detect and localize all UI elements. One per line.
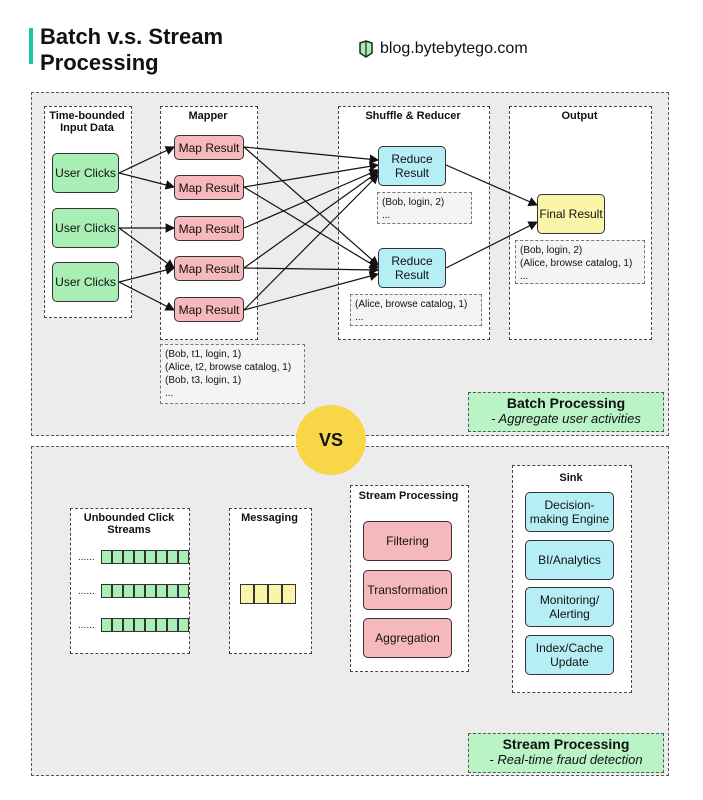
stream-cells [100,550,189,564]
sink-bi-analytics: BI/Analytics [525,540,614,580]
aggregation-box: Aggregation [363,618,452,658]
stream-label-title: Stream Processing [502,736,630,752]
title-accent-bar [29,28,33,64]
map-result-1: Map Result [174,135,244,160]
map-result-5: Map Result [174,297,244,322]
batch-label: Batch Processing - Aggregate user activi… [468,392,664,432]
filtering-box: Filtering [363,521,452,561]
page-title: Batch v.s. Stream Processing [40,24,224,75]
sink-monitoring-alerting: Monitoring/ Alerting [525,587,614,627]
mapper-note: (Bob, t1, login, 1) (Alice, t2, browse c… [160,344,305,404]
reducer1-note: (Bob, login, 2) ... [377,192,472,224]
sink-decision-engine: Decision-making Engine [525,492,614,532]
final-result: Final Result [537,194,605,234]
messaging-column-title: Messaging [241,512,298,524]
reduce-result-2: Reduce Result [378,248,446,288]
input-user-clicks-1: User Clicks [52,153,119,193]
batch-label-title: Batch Processing [506,395,626,411]
stream-label-subtitle: - Real-time fraud detection [489,752,643,767]
messaging-column [229,508,312,654]
sink-index-cache-update: Index/Cache Update [525,635,614,675]
map-result-2: Map Result [174,175,244,200]
transformation-box: Transformation [363,570,452,610]
output-note: (Bob, login, 2) (Alice, browse catalog, … [515,240,645,284]
stream-processing-column-title: Stream Processing [358,490,459,502]
vs-badge: VS [296,405,366,475]
click-stream-3: ...... [78,618,189,632]
bytebytego-logo-icon [359,40,373,58]
stream-cells [100,584,189,598]
click-stream-2: ...... [78,584,189,598]
message-queue [240,584,296,604]
input-user-clicks-2: User Clicks [52,208,119,248]
unbounded-column-title: Unbounded Click Streams [83,512,175,536]
output-column-title: Output [561,110,598,122]
map-result-3: Map Result [174,216,244,241]
click-stream-1: ...... [78,550,189,564]
map-result-4: Map Result [174,256,244,281]
reduce-result-1: Reduce Result [378,146,446,186]
blog-url[interactable]: blog.bytebytego.com [380,40,528,57]
input-user-clicks-3: User Clicks [52,262,119,302]
input-column-title: Time-bounded Input Data [49,110,125,134]
sink-column-title: Sink [559,472,583,484]
reducer2-note: (Alice, browse catalog, 1) ... [350,294,482,326]
batch-label-subtitle: - Aggregate user activities [491,411,641,426]
shuffle-column-title: Shuffle & Reducer [365,110,461,122]
blog-link[interactable]: blog.bytebytego.com [358,40,528,58]
stream-cells [100,618,189,632]
stream-label: Stream Processing - Real-time fraud dete… [468,733,664,773]
mapper-column-title: Mapper [188,110,228,122]
